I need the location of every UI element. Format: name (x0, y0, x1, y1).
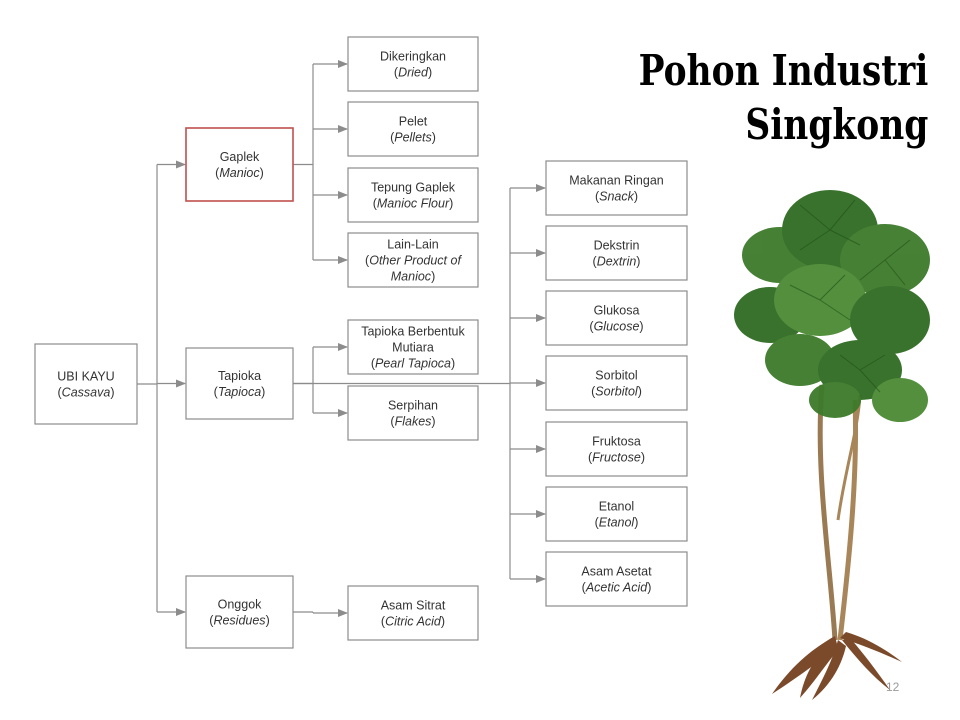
node-pelet: Pelet (Pellets) (347, 101, 479, 157)
node-label-en: (Residues) (209, 614, 269, 628)
page-title: Pohon Industri Singkong (638, 44, 928, 152)
node-box (347, 385, 479, 441)
node-label-en: (Snack) (595, 190, 638, 204)
node-box (185, 575, 294, 649)
node-fruktosa: Fruktosa (Fructose) (545, 421, 688, 477)
node-box (545, 551, 688, 607)
node-box (347, 167, 479, 223)
node-label: Sorbitol (595, 369, 637, 383)
node-label-en: (Flakes) (390, 415, 435, 429)
node-label-en: (Sorbitol) (591, 385, 642, 399)
node-label-en: (Pellets) (390, 131, 436, 145)
node-label-en: (Dextrin) (593, 255, 641, 269)
node-box (185, 347, 294, 420)
node-label-en: (Fructose) (588, 451, 645, 465)
node-tapioka: Tapioka (Tapioca) (185, 347, 294, 420)
node-box (347, 319, 479, 375)
node-label: Dikeringkan (380, 50, 446, 64)
node-label: Gaplek (220, 150, 260, 164)
node-box (185, 127, 294, 202)
node-lain-lain: Lain-Lain (Other Product of Manioc) (347, 232, 479, 288)
node-dekstrin: Dekstrin (Dextrin) (545, 225, 688, 281)
node-etanol: Etanol (Etanol) (545, 486, 688, 542)
node-box (545, 290, 688, 346)
node-label-en: (Pearl Tapioca) (371, 357, 455, 371)
connector-lines (137, 60, 546, 617)
page-number: 12 (886, 680, 900, 694)
node-label-en: Manioc) (391, 270, 435, 284)
node-label-en: (Glucose) (589, 320, 643, 334)
node-label-en: (Manioc Flour) (373, 197, 454, 211)
node-label: Glukosa (594, 304, 640, 318)
node-onggok: Onggok (Residues) (185, 575, 294, 649)
node-label-en: (Other Product of (365, 254, 462, 268)
node-serpihan: Serpihan (Flakes) (347, 385, 479, 441)
node-label: Onggok (218, 598, 263, 612)
node-makanan-ringan: Makanan Ringan (Snack) (545, 160, 688, 216)
node-label-en: (Dried) (394, 66, 432, 80)
node-label: Tapioka Berbentuk (361, 325, 465, 339)
node-label-en: (Acetic Acid) (582, 581, 652, 595)
node-box (347, 101, 479, 157)
node-label: Makanan Ringan (569, 174, 664, 188)
node-box (545, 421, 688, 477)
node-box (545, 160, 688, 216)
node-label-en: (Etanol) (595, 516, 639, 530)
node-label-en: (Manioc) (215, 166, 264, 180)
node-sorbitol: Sorbitol (Sorbitol) (545, 355, 688, 411)
node-gaplek: Gaplek (Manioc) (185, 127, 294, 202)
node-label: Pelet (399, 115, 428, 129)
node-label: Dekstrin (594, 239, 640, 253)
node-box (347, 36, 479, 92)
node-label: Serpihan (388, 399, 438, 413)
node-glukosa: Glukosa (Glucose) (545, 290, 688, 346)
title-line-1: Pohon Industri (638, 46, 928, 95)
node-label: UBI KAYU (57, 370, 114, 384)
node-ubi-kayu: UBI KAYU (Cassava) (34, 343, 138, 425)
node-box (347, 585, 479, 641)
node-label-en: (Tapioca) (214, 385, 266, 399)
node-label-en: Mutiara (392, 341, 434, 355)
node-label: Asam Asetat (581, 565, 652, 579)
node-box (347, 232, 479, 288)
node-tepung-gaplek: Tepung Gaplek (Manioc Flour) (347, 167, 479, 223)
diagram-nodes: UBI KAYU (Cassava) Gaplek (Manioc) Tapioka (T… (34, 36, 688, 649)
node-label: Lain-Lain (387, 238, 438, 252)
node-label: Etanol (599, 500, 634, 514)
node-label-en: (Citric Acid) (381, 615, 445, 629)
title-line-2: Singkong (744, 100, 928, 149)
node-asam-asetat: Asam Asetat (Acetic Acid) (545, 551, 688, 607)
node-box (545, 355, 688, 411)
node-box (545, 225, 688, 281)
node-label: Tepung Gaplek (371, 181, 456, 195)
node-label: Fruktosa (592, 435, 641, 449)
node-dikeringkan: Dikeringkan (Dried) (347, 36, 479, 92)
node-label: Tapioka (218, 369, 261, 383)
node-box (34, 343, 138, 425)
node-label: Asam Sitrat (381, 599, 446, 613)
node-asam-sitrat: Asam Sitrat (Citric Acid) (347, 585, 479, 641)
node-label-en: (Cassava) (58, 386, 115, 400)
cassava-plant-illustration (734, 190, 930, 700)
node-box (545, 486, 688, 542)
